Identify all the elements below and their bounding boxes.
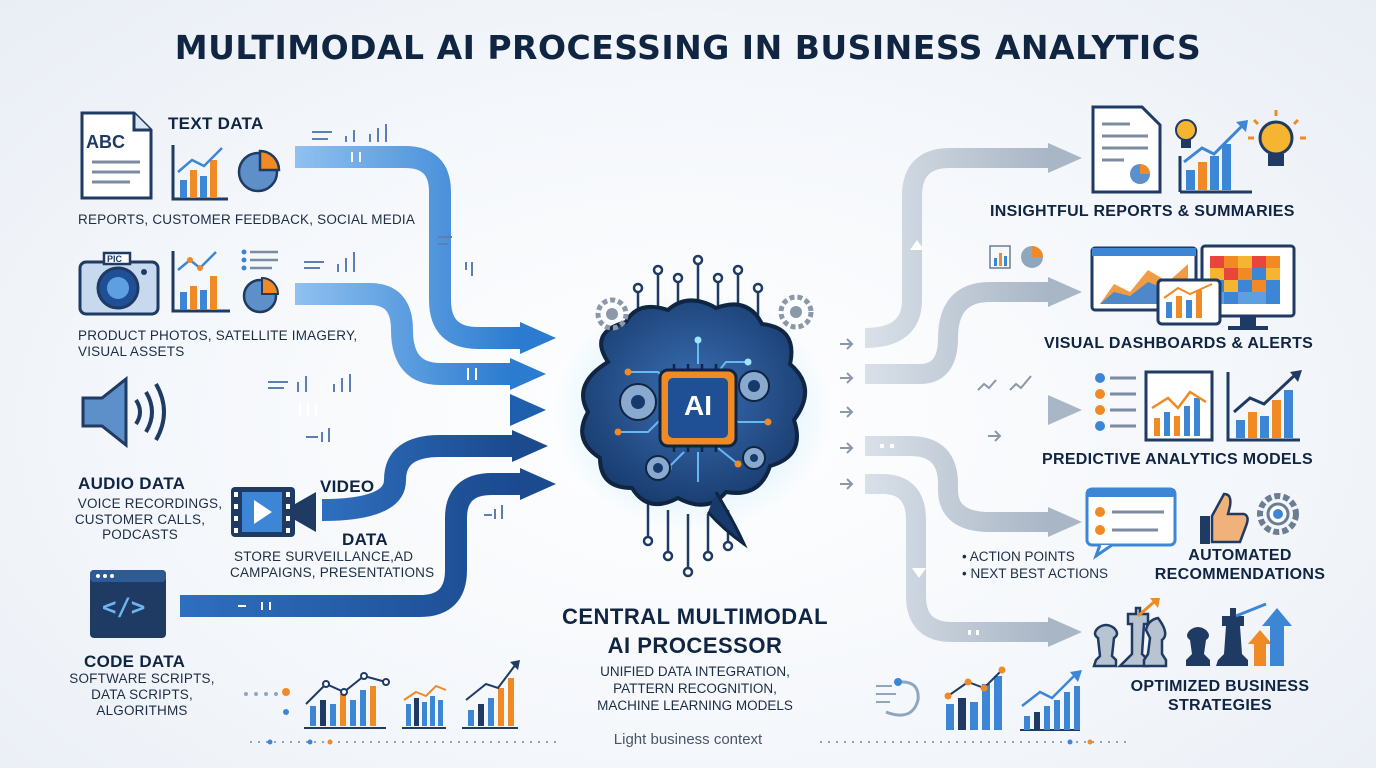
footer-dotted-line: [250, 739, 1130, 745]
predictive-flow-arrowhead: [1048, 395, 1082, 425]
code-data-description-1: SOFTWARE SCRIPTS,: [69, 671, 215, 686]
code-flow-arrow: [180, 473, 520, 617]
text-data-description: REPORTS, CUSTOMER FEEDBACK, SOCIAL MEDIA: [78, 212, 416, 227]
processor-title-2: AI PROCESSOR: [607, 633, 783, 658]
settings-gear-icon: [1257, 493, 1299, 535]
dashboards-output-label: VISUAL DASHBOARDS & ALERTS: [1044, 335, 1314, 352]
dashboards-flow-arrowhead: [1048, 277, 1082, 307]
output-arrow-marks: [880, 240, 979, 635]
strategies-flow-arrowhead: [1048, 617, 1082, 647]
audio-data-heading: AUDIO DATA: [78, 474, 186, 493]
predictive-charts-icon: [1095, 370, 1302, 442]
recommendations-output-label-1: AUTOMATED: [1188, 547, 1292, 564]
list-pie-icon: [241, 249, 280, 314]
recommendations-flow-arrow: [865, 436, 1048, 532]
audio-data-description-2: CUSTOMER CALLS,: [74, 512, 206, 527]
video-data-heading-1: VIDEO: [320, 477, 375, 496]
recommendations-output-label-2: RECOMMENDATIONS: [1154, 566, 1326, 583]
recommendations-flow-arrowhead: [1048, 507, 1082, 537]
image-flow-arrow: [295, 283, 510, 385]
strategies-output-label-2: STRATEGIES: [1167, 697, 1273, 714]
strategies-output-label-1: OPTIMIZED BUSINESS: [1130, 678, 1310, 695]
action-point-item: • ACTION POINTS: [962, 549, 1075, 564]
gear-icons: [595, 294, 814, 331]
code-data-description-2: DATA SCRIPTS,: [91, 687, 193, 702]
ai-brain-icon: [553, 254, 833, 578]
camera-icon: [78, 251, 160, 316]
image-data-description-2: VISUAL ASSETS: [78, 344, 185, 359]
document-icon-label: ABC: [86, 132, 125, 152]
text-flow-arrowhead: [520, 322, 556, 354]
image-data-description-1: PRODUCT PHOTOS, SATELLITE IMAGERY,: [78, 328, 358, 343]
dashboard-monitors-icon: [1090, 244, 1296, 330]
audio-data-description-3: PODCASTS: [102, 527, 178, 542]
code-window-label: </>: [102, 593, 146, 621]
small-chart-icons: [977, 245, 1043, 442]
video-flow-arrow: [321, 435, 512, 521]
code-data-heading: CODE DATA: [84, 652, 186, 671]
line-chart-icon: [171, 251, 230, 313]
speaker-icon: [81, 375, 166, 449]
output-chevrons: [840, 338, 854, 490]
reports-flow-arrow: [864, 148, 1048, 348]
checklist-icon: [1095, 373, 1136, 431]
audio-data-description-1: VOICE RECORDINGS,: [77, 496, 223, 511]
recommendations-icon: [1085, 487, 1299, 560]
code-flow-arrowhead: [520, 468, 556, 500]
processor-description-1: UNIFIED DATA INTEGRATION,: [600, 664, 790, 679]
code-window-icon: [90, 570, 166, 638]
bar-chart-icon: [171, 145, 228, 201]
strategies-flow-arrow: [865, 474, 1048, 642]
bottom-left-charts: [244, 660, 520, 729]
bulb-icon: [1175, 119, 1197, 148]
text-data-heading: TEXT DATA: [168, 114, 264, 133]
video-data-description-2: CAMPAIGNS, PRESENTATIONS: [230, 565, 435, 580]
text-flow-arrow: [295, 146, 520, 349]
bottom-right-charts: [876, 666, 1082, 731]
audio-flow-arrowhead: [510, 394, 546, 426]
page-title: MULTIMODAL AI PROCESSING IN BUSINESS ANA…: [174, 28, 1202, 67]
video-data-heading-2: DATA: [342, 530, 388, 549]
code-data-description-3: ALGORITHMS: [96, 703, 188, 718]
camera-icon-label: PIC: [107, 254, 123, 264]
image-flow-arrowhead: [510, 358, 546, 390]
ai-chip-label: AI: [684, 390, 712, 421]
pie-chart-icon: [237, 149, 281, 193]
input-dash-marks: [238, 152, 477, 610]
reports-output-label: INSIGHTFUL REPORTS & SUMMARIES: [990, 203, 1295, 220]
chess-strategy-icon: [1092, 598, 1292, 668]
thumbs-up-icon: [1200, 492, 1249, 544]
video-camera-icon: [231, 487, 316, 537]
video-data-description-1: STORE SURVEILLANCE,AD: [234, 549, 414, 564]
footer-caption: Light business context: [613, 731, 763, 748]
predictive-output-label: PREDICTIVE ANALYTICS MODELS: [1042, 451, 1313, 468]
lightbulb-icon: [1248, 110, 1306, 166]
document-icon: [80, 111, 153, 200]
video-flow-arrowhead: [512, 430, 548, 462]
mini-bars-icon: [268, 124, 503, 519]
processor-title-1: CENTRAL MULTIMODAL: [561, 604, 829, 629]
reports-icon: [1091, 105, 1306, 194]
next-best-action-item: • NEXT BEST ACTIONS: [962, 566, 1109, 581]
processor-description-3: MACHINE LEARNING MODELS: [597, 698, 793, 713]
processor-description-2: PATTERN RECOGNITION,: [613, 681, 777, 696]
dashboards-flow-arrow: [865, 282, 1048, 384]
reports-flow-arrowhead: [1048, 143, 1082, 173]
